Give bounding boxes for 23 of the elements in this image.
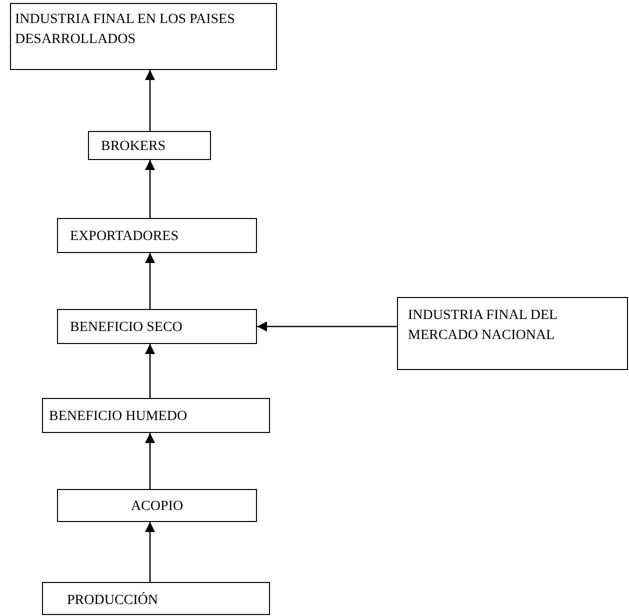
box-label: INDUSTRIA FINAL EN LOS PAISES DESARROLLADOS [15,11,236,49]
process-box [57,309,257,344]
arrow [257,322,397,332]
process-box [57,218,257,253]
box-label: BENEFICIO SECO [70,319,184,337]
arrow [145,522,155,582]
box-label: PRODUCCIÓN [67,591,160,610]
arrow [145,253,155,309]
process-box [42,582,270,615]
process-box [397,297,628,370]
process-box [88,131,211,160]
arrow [145,70,155,131]
process-box [57,489,257,522]
box-label: BENEFICIO HUMEDO [49,408,188,426]
arrow [145,344,155,398]
box-label: BROKERS [101,138,167,156]
box-label: INDUSTRIA FINAL DEL MERCADO NACIONAL [408,307,558,345]
arrow [145,160,155,218]
box-label: ACOPIO [130,498,184,516]
process-box [42,398,270,433]
box-label: EXPORTADORES [70,228,180,246]
process-box [10,3,277,70]
arrow [145,433,155,489]
